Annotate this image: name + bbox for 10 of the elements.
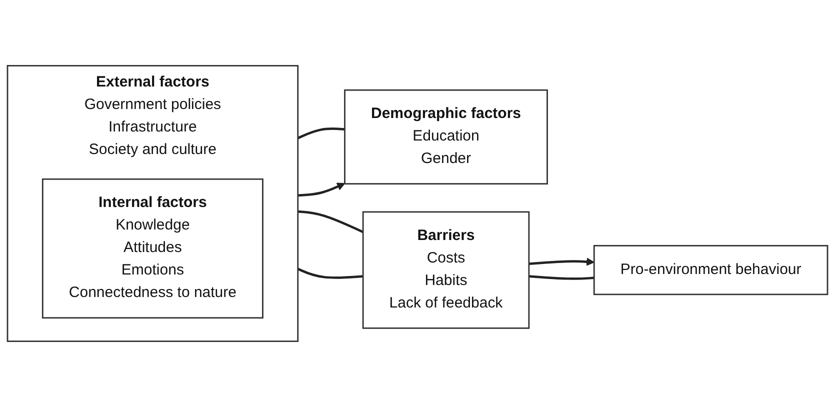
- node-box: Demographic factors Education Gender: [344, 89, 548, 185]
- arrow: [298, 182, 346, 197]
- connector: [297, 128, 345, 140]
- connector: [297, 268, 364, 279]
- node-box: Pro-environment behaviour: [593, 244, 828, 296]
- node-box: Internal factors Knowledge Attitudes Emotions Connectedness to nature: [42, 178, 264, 319]
- connector: [298, 210, 364, 234]
- connector: [528, 275, 594, 280]
- arrow: [528, 258, 594, 266]
- node-box: Barriers Costs Habits Lack of feedback: [362, 211, 530, 329]
